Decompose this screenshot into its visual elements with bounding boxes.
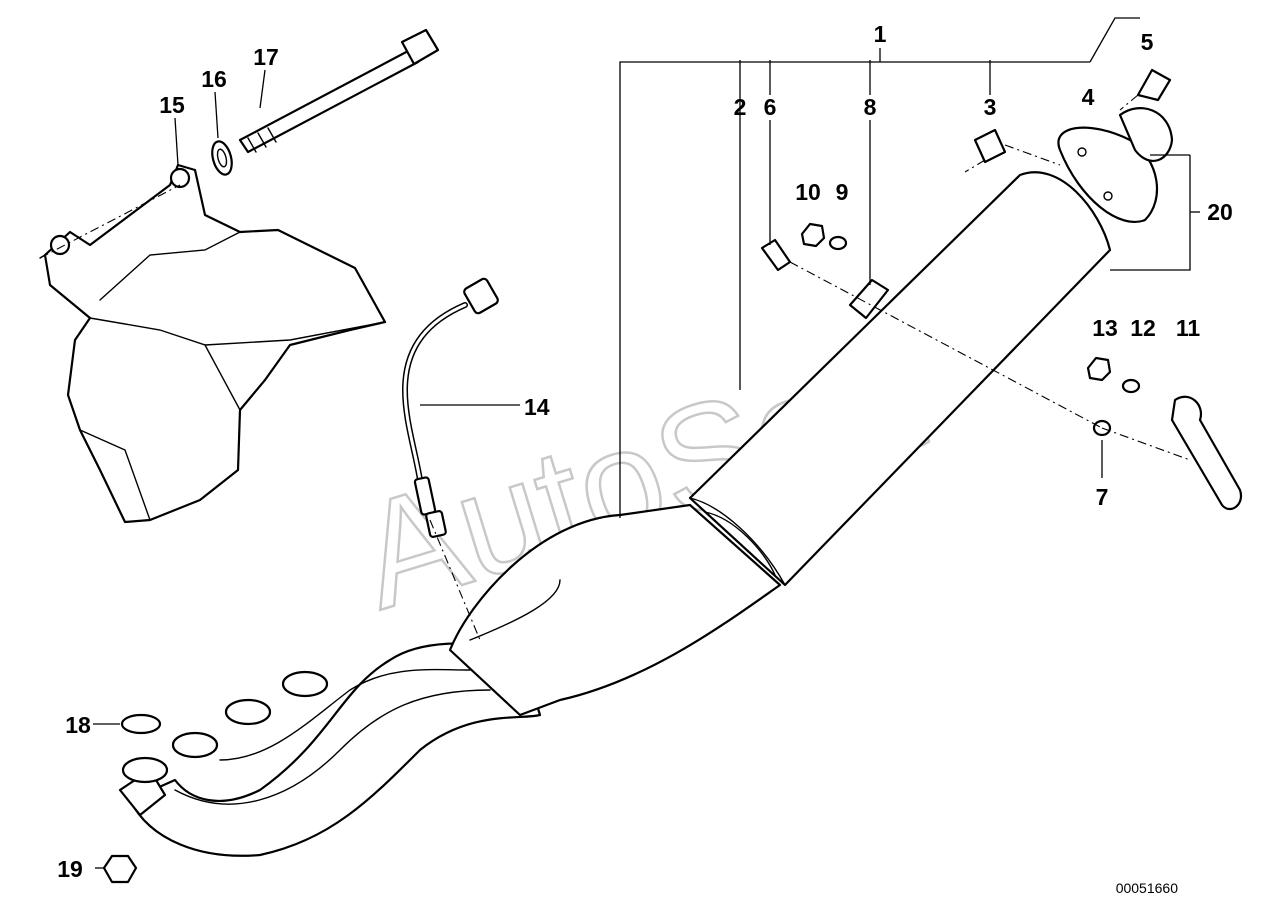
part-14-oxygen-sensor bbox=[401, 277, 499, 538]
callout-19: 19 bbox=[57, 856, 83, 882]
callout-11: 11 bbox=[1176, 315, 1201, 341]
part-17-bolt bbox=[238, 28, 440, 154]
part-2-rear-silencer bbox=[688, 171, 1112, 587]
callout-13: 13 bbox=[1092, 315, 1118, 341]
callout-7: 7 bbox=[1096, 484, 1109, 510]
part-15-heat-shield bbox=[39, 163, 387, 524]
part-3-clip bbox=[973, 128, 1007, 164]
callout-4: 4 bbox=[1082, 84, 1095, 110]
callout-10: 10 bbox=[795, 179, 821, 205]
part-18-gasket bbox=[120, 713, 162, 735]
part-10-nut bbox=[800, 222, 826, 248]
callout-labels: 1 2 3 4 5 6 7 8 9 10 11 12 13 14 15 16 1… bbox=[57, 21, 1233, 882]
part-16-lock-washer bbox=[211, 140, 233, 176]
exhaust-manifold bbox=[118, 503, 782, 857]
callout-5: 5 bbox=[1141, 29, 1154, 55]
part-4-end-cap bbox=[1057, 107, 1174, 223]
callout-9: 9 bbox=[836, 179, 849, 205]
callout-3: 3 bbox=[984, 94, 997, 120]
callout-12: 12 bbox=[1130, 315, 1156, 341]
callout-20: 20 bbox=[1207, 199, 1233, 225]
part-19-hex-nut bbox=[102, 854, 138, 884]
part-11-hanger bbox=[1170, 395, 1243, 511]
part-5-screw bbox=[1136, 68, 1172, 102]
assembly-lines bbox=[39, 94, 1191, 641]
part-6-bolt bbox=[760, 238, 792, 272]
callout-1: 1 bbox=[874, 21, 887, 47]
leader-lines bbox=[93, 17, 1200, 869]
part-9-washer bbox=[828, 235, 848, 251]
part-12-washer bbox=[1121, 378, 1141, 394]
callout-15: 15 bbox=[159, 92, 185, 118]
callout-16: 16 bbox=[201, 66, 227, 92]
callout-18: 18 bbox=[65, 712, 91, 738]
callout-14: 14 bbox=[524, 394, 550, 420]
callout-17: 17 bbox=[253, 44, 279, 70]
document-number: 00051660 bbox=[1116, 880, 1179, 896]
callout-6: 6 bbox=[764, 94, 777, 120]
callout-8: 8 bbox=[864, 94, 877, 120]
callout-2: 2 bbox=[734, 94, 747, 120]
part-8-bracket bbox=[848, 278, 890, 320]
part-13-nut bbox=[1086, 356, 1112, 382]
